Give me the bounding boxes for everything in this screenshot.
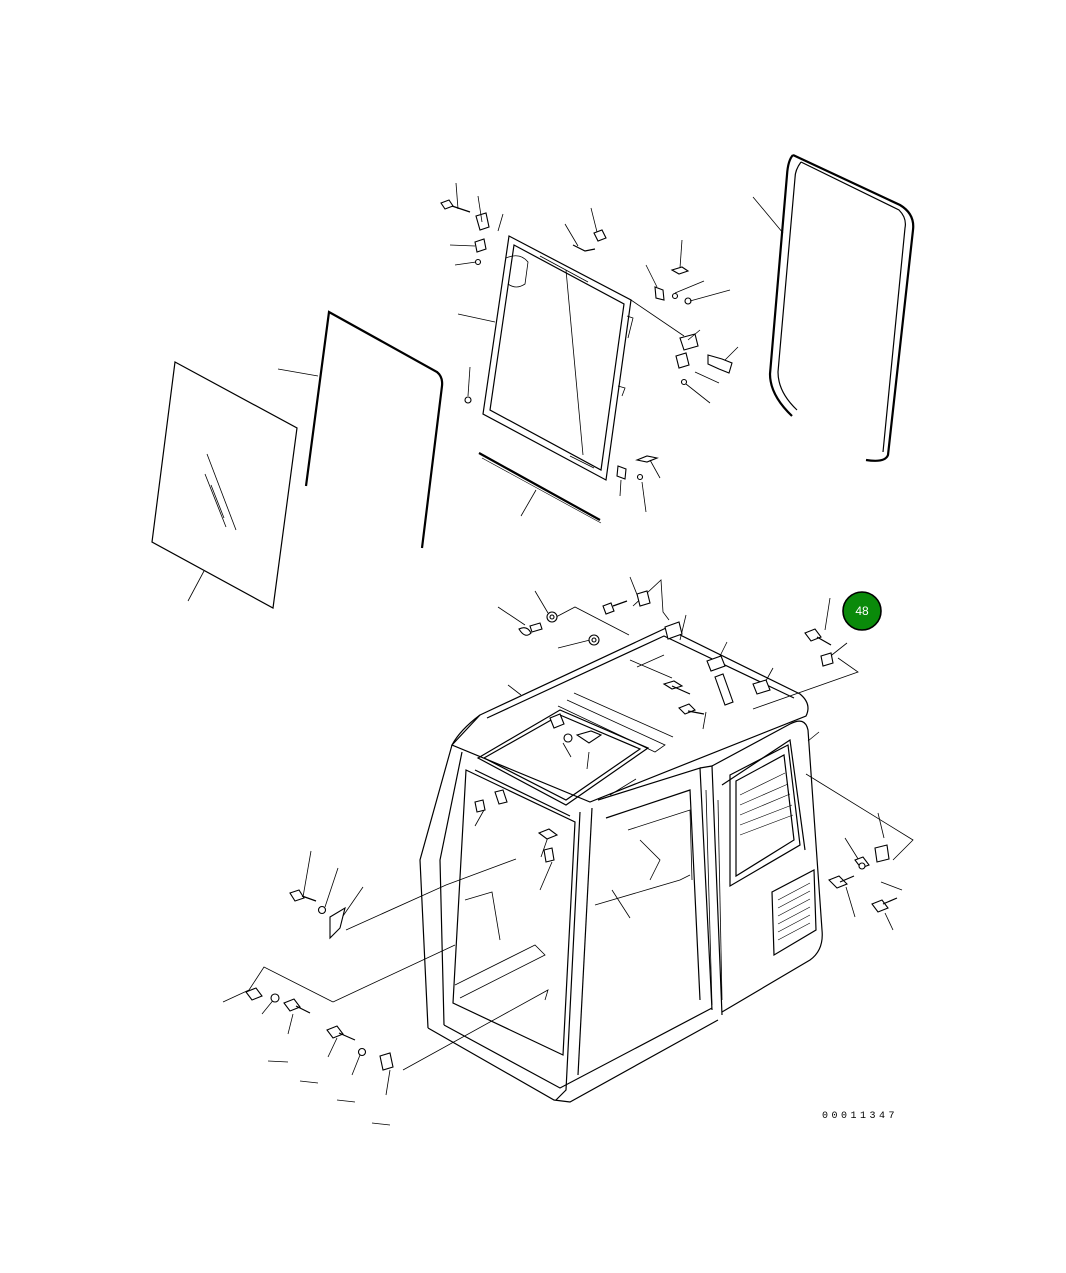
window-seal-strip[interactable] — [277, 310, 444, 549]
door-seal-loop[interactable] — [752, 154, 915, 462]
door-lower-latch[interactable] — [616, 455, 661, 513]
slider-rail-strip[interactable] — [478, 452, 602, 524]
glass-panel[interactable] — [151, 361, 298, 609]
cab-frame[interactable] — [419, 627, 823, 1103]
door-hardware-top[interactable] — [440, 182, 607, 266]
cab-fasteners[interactable] — [245, 590, 898, 1071]
door-hinge-assembly[interactable] — [630, 239, 739, 404]
callout-48[interactable]: 48 — [842, 591, 882, 631]
callout-48-label: 48 — [855, 604, 869, 618]
drawing-number: 00011347 — [822, 1111, 899, 1122]
door-window-frame[interactable] — [457, 235, 634, 481]
